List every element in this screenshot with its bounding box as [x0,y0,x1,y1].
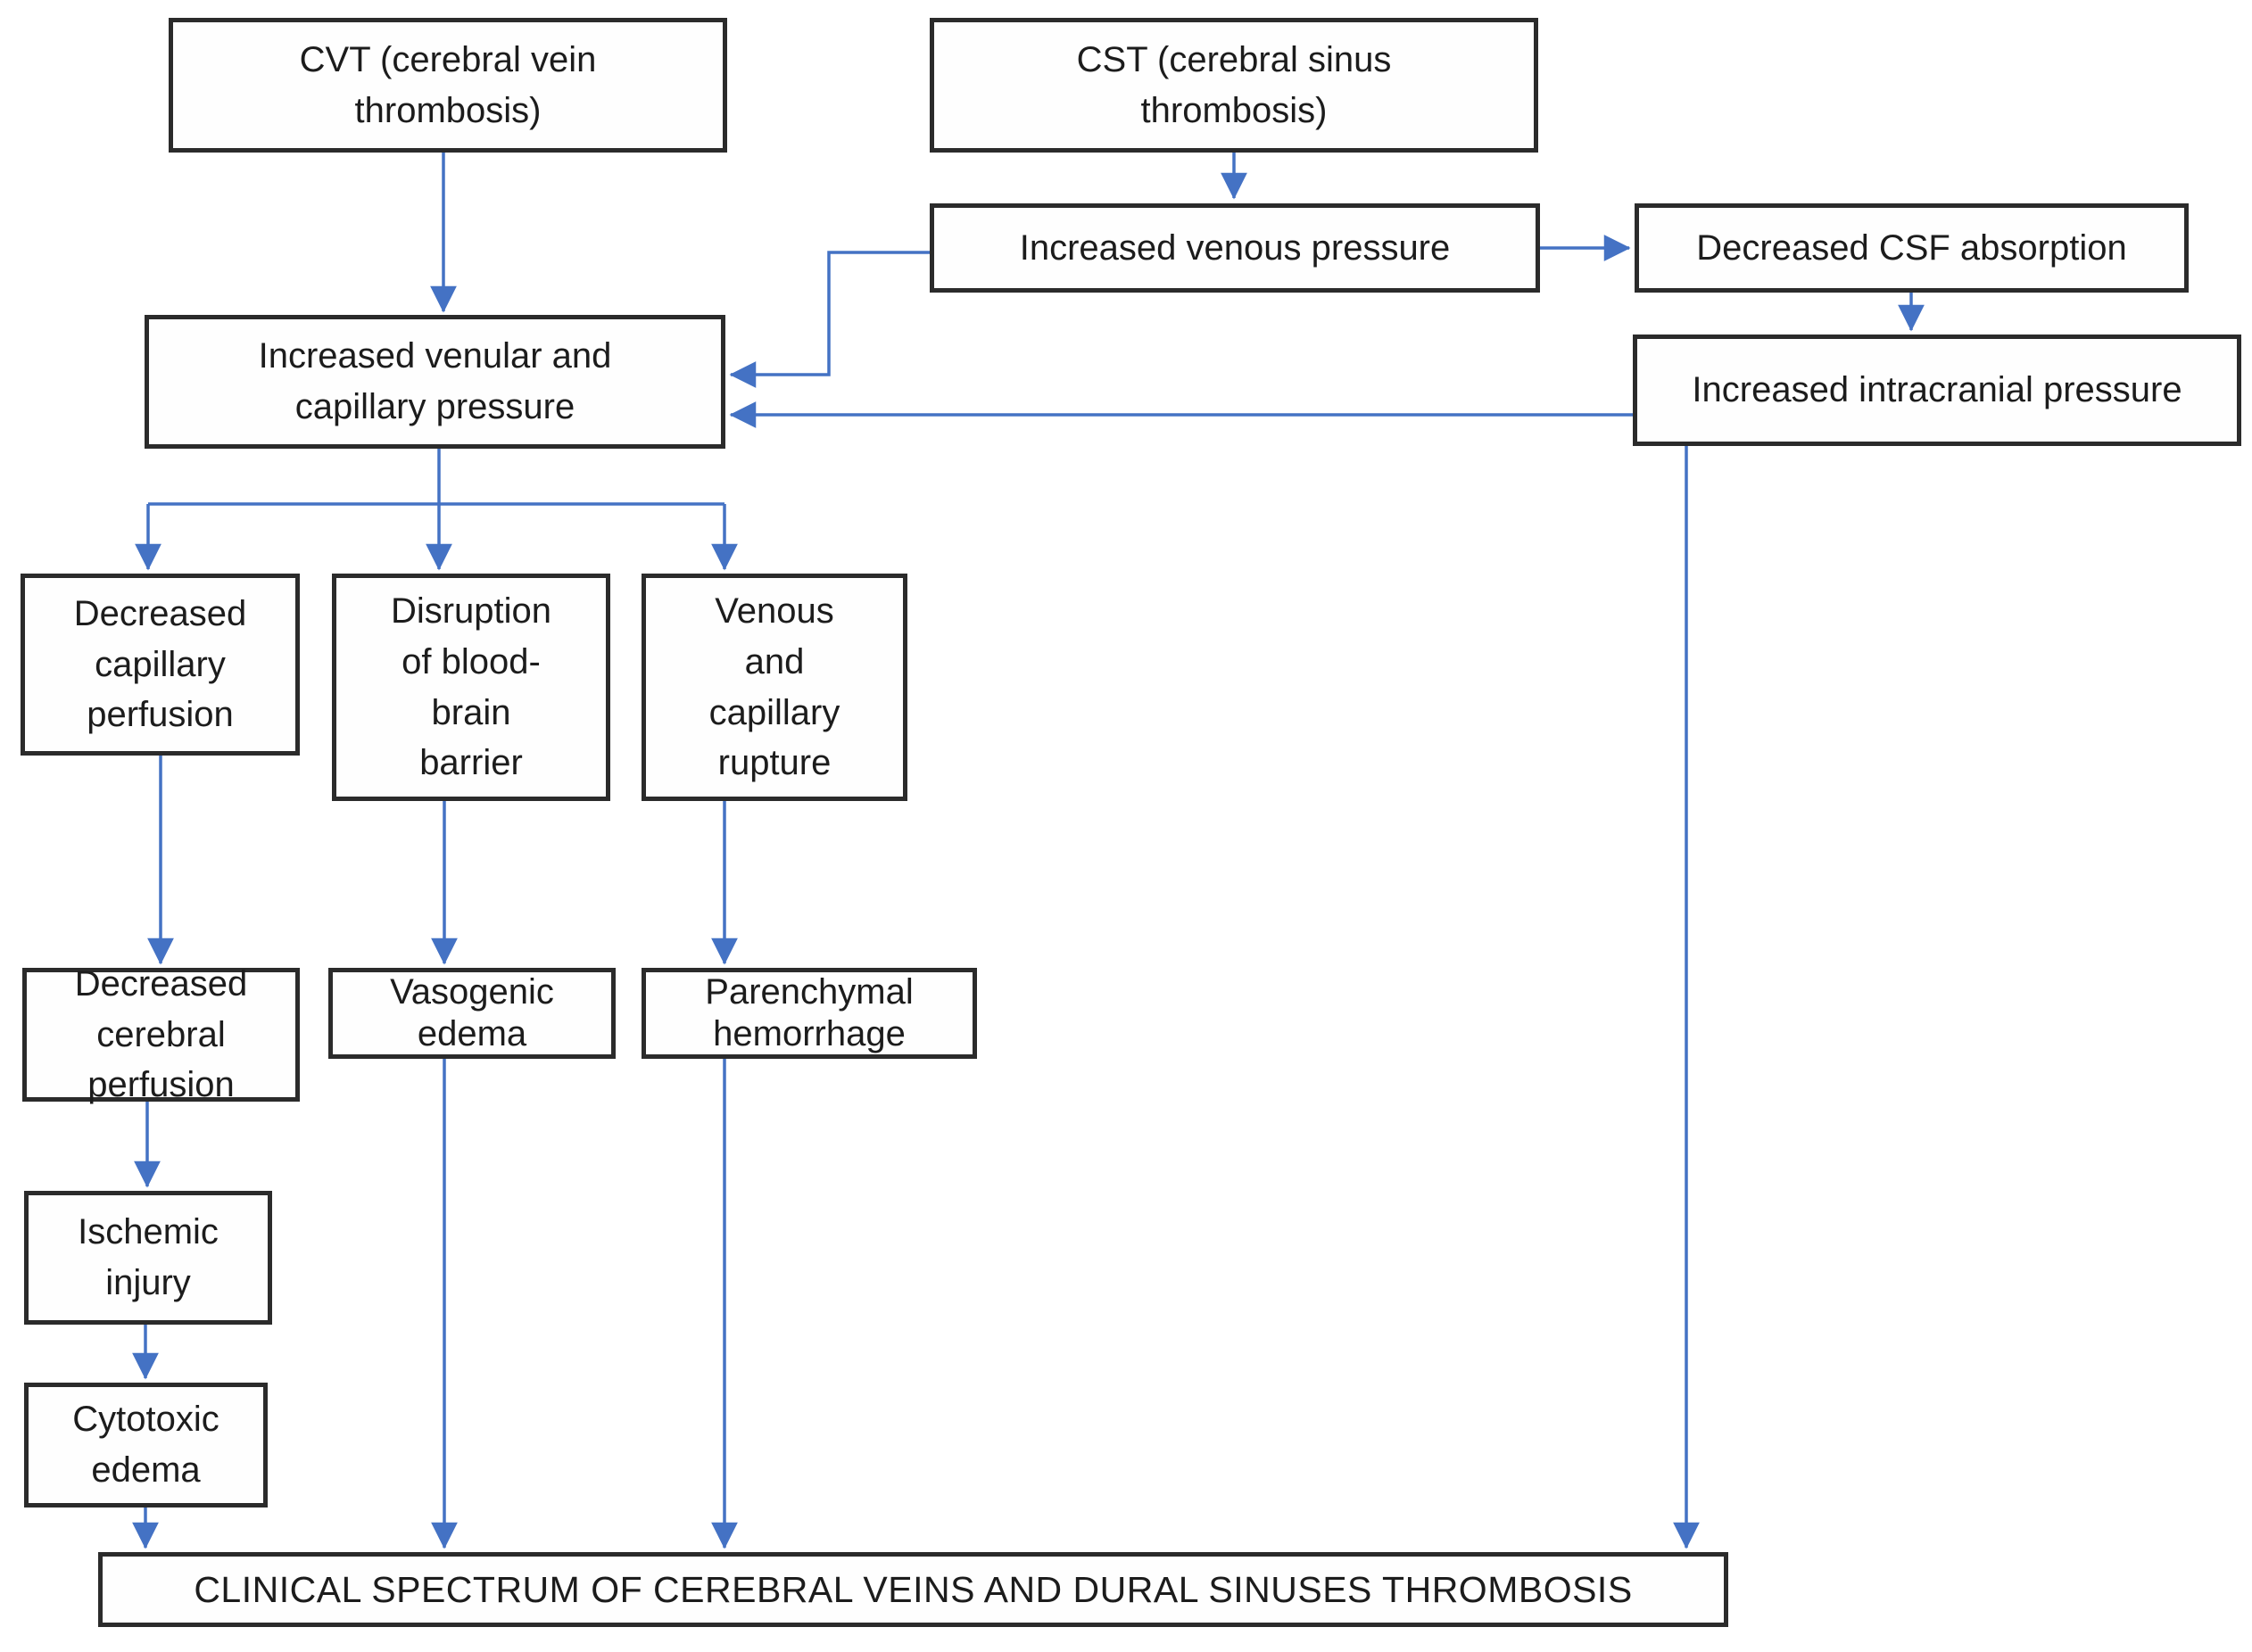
node-decreased-capillary-perfusion: Decreased capillary perfusion [21,574,300,756]
edge-ivp-to-ivcp-elbow [729,251,930,388]
node-parenchymal-hemorrhage: Parenchymal hemorrhage [642,968,977,1059]
node-increased-intracranial-pressure: Increased intracranial pressure [1633,335,2241,446]
node-ischemic-injury: Ischemic injury [24,1191,272,1325]
node-clinical-spectrum: CLINICAL SPECTRUM OF CEREBRAL VEINS AND … [98,1552,1728,1627]
node-venous-capillary-rupture: Venous and capillary rupture [642,574,907,801]
node-decreased-csf-absorption: Decreased CSF absorption [1635,203,2189,293]
node-decreased-cerebral-perfusion: Decreased cerebral perfusion [22,964,300,1104]
node-cytotoxic-edema: Cytotoxic edema [24,1383,268,1507]
node-disruption-blood-brain-barrier: Disruption of blood- brain barrier [332,574,610,801]
node-increased-venular-capillary-pressure: Increased venular and capillary pressure [145,315,725,449]
node-increased-venous-pressure: Increased venous pressure [930,203,1540,293]
node-vasogenic-edema: Vasogenic edema [328,968,616,1059]
node-cvt: CVT (cerebral vein thrombosis) [169,18,727,153]
node-cst: CST (cerebral sinus thrombosis) [930,18,1538,153]
